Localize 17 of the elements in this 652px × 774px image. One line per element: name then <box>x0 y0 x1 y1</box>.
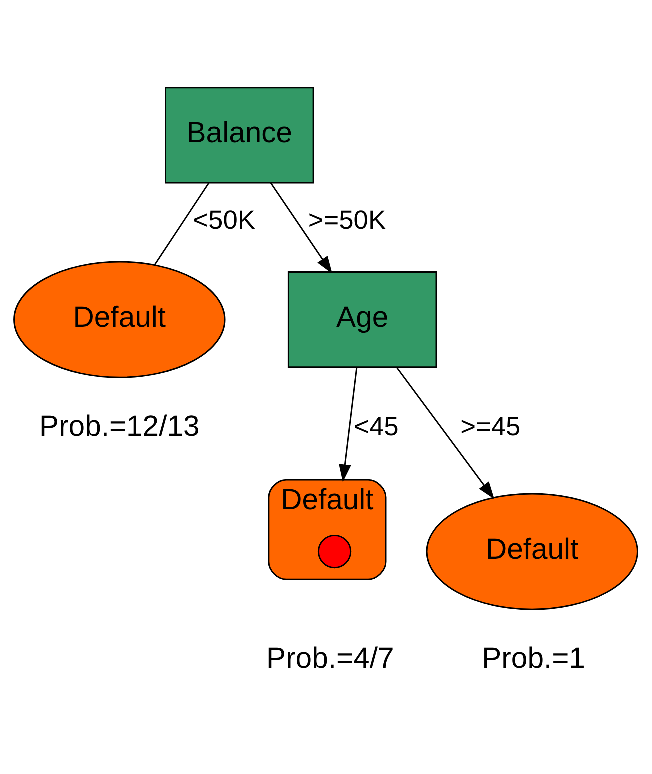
node-label: Prob.=4/7 <box>266 642 394 675</box>
arrow <box>396 366 495 499</box>
cluster: Default <box>268 478 387 580</box>
node-ellipse: Default <box>14 260 226 378</box>
arrow <box>270 182 333 274</box>
edge-label: >=50K <box>308 204 386 234</box>
arrow <box>339 367 358 482</box>
edge-label: <50K <box>193 204 256 234</box>
node-circle <box>318 534 352 568</box>
node-box: Balance <box>165 86 314 184</box>
node-label: Prob.=12/13 <box>40 410 200 443</box>
edge-label: <45 <box>354 410 399 441</box>
node-label: Prob.=1 <box>482 642 586 675</box>
node-ellipse: Default <box>426 492 638 610</box>
node-box: Age <box>288 271 438 368</box>
connector <box>154 182 210 265</box>
edge-label: >=45 <box>460 410 521 441</box>
